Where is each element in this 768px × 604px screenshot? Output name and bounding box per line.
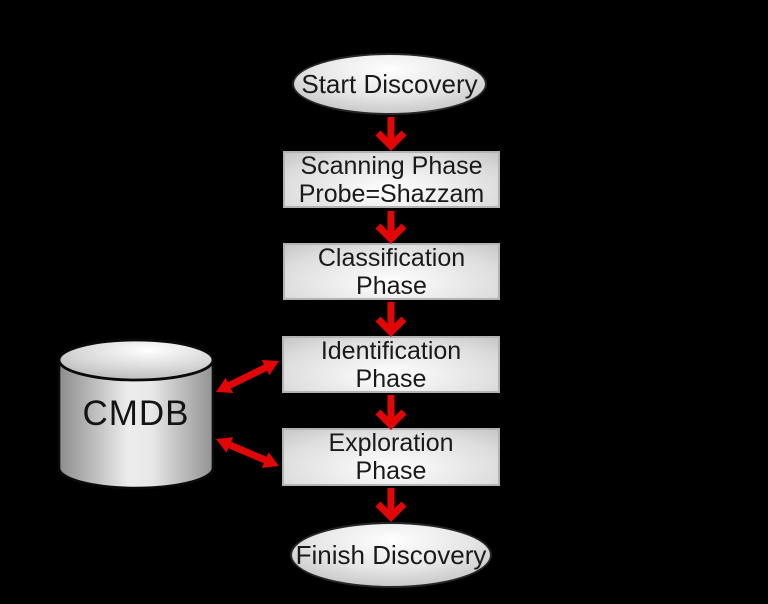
scanning-phase-label-line1: Scanning Phase	[300, 151, 483, 180]
cmdb-identification-double-arrow-head-left	[216, 377, 234, 394]
flow-arrow-2-head	[375, 223, 407, 244]
scanning-phase-label-line2: Probe=Shazzam	[298, 179, 485, 208]
identification-phase-label-line1: Identification	[320, 336, 462, 365]
classification-phase-node: Classification Phase	[283, 243, 500, 300]
identification-phase-node: Identification Phase	[282, 336, 500, 393]
cmdb-label: CMDB	[82, 394, 190, 433]
start-discovery-label: Start Discovery	[301, 68, 478, 99]
classification-phase-label-line2: Phase	[356, 271, 427, 300]
identification-phase-label-line2: Phase	[355, 364, 427, 393]
cmdb-identification-double-arrow-shaft	[225, 363, 270, 390]
exploration-phase-label-line2: Phase	[355, 457, 427, 485]
flow-arrow-5-head	[375, 501, 407, 522]
scanning-phase-node: Scanning Phase Probe=Shazzam	[283, 151, 500, 208]
finish-discovery-node: Finish Discovery	[290, 522, 492, 588]
start-discovery-node: Start Discovery	[292, 53, 487, 115]
cmdb-exploration-double-arrow-shaft	[225, 440, 270, 465]
flow-arrow-3-head	[375, 316, 407, 337]
flow-arrow-1-head	[375, 130, 407, 151]
cmdb-identification-double-arrow-head-right	[261, 359, 279, 376]
classification-phase-label-line1: Classification	[317, 243, 466, 272]
cmdb-exploration-double-arrow-head-left	[216, 437, 234, 453]
exploration-phase-node: Exploration Phase	[282, 428, 500, 486]
flow-arrow-4-head	[375, 409, 407, 430]
cmdb-database-icon	[57, 338, 215, 490]
cmdb-exploration-double-arrow-head-right	[261, 452, 279, 468]
exploration-phase-label-line1: Exploration	[328, 429, 454, 457]
finish-discovery-label: Finish Discovery	[295, 539, 487, 570]
